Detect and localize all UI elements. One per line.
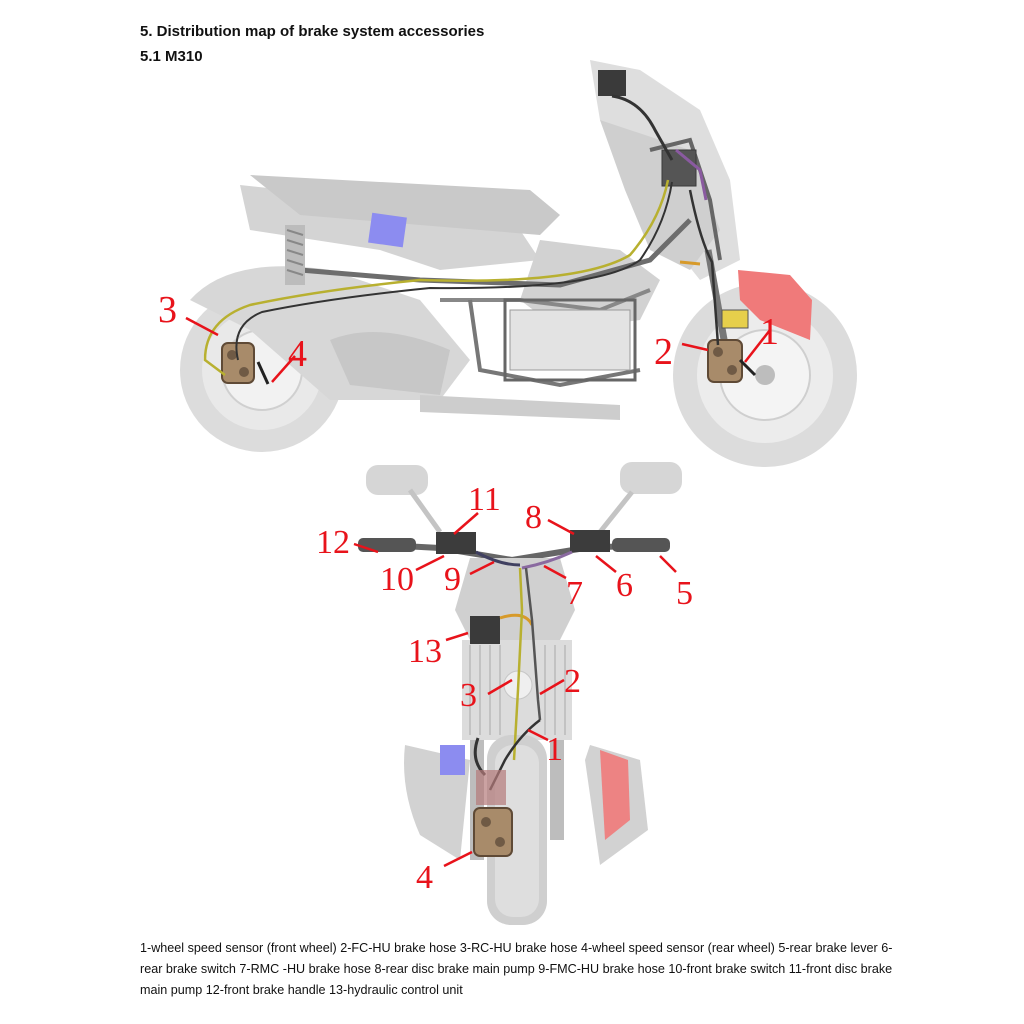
- callout-front-11: 11: [468, 481, 501, 518]
- callout-front-5: 5: [676, 575, 693, 612]
- rear-brake-caliper: [221, 342, 255, 384]
- page-title: 5. Distribution map of brake system acce…: [140, 23, 485, 40]
- callout-front-1: 1: [546, 731, 563, 768]
- legend-caption: 1-wheel speed sensor (front wheel) 2-FC-…: [140, 941, 893, 997]
- callout-front-12: 12: [316, 524, 350, 561]
- callout-front-10: 10: [380, 561, 414, 598]
- callout-side-2: 2: [654, 331, 673, 373]
- callout-front-13: 13: [408, 633, 442, 670]
- callout-side-1: 1: [760, 311, 779, 353]
- front-view-scooter: [358, 462, 682, 925]
- callout-front-6: 6: [616, 567, 633, 604]
- callout-side-4: 4: [288, 333, 307, 375]
- callout-front-8: 8: [525, 499, 542, 536]
- callout-side-3: 3: [158, 289, 177, 331]
- callout-front-4: 4: [416, 859, 433, 896]
- callout-front-7: 7: [566, 575, 583, 612]
- model-subtitle: 5.1 M310: [140, 48, 203, 65]
- front-callouts: 11 8 12 10 9 7 6 5 13 3 2 1 4: [316, 481, 693, 896]
- callout-front-9: 9: [444, 561, 461, 598]
- callout-front-2: 2: [564, 663, 581, 700]
- side-view-scooter: [180, 60, 857, 467]
- side-callouts: 3 4 2 1: [158, 289, 779, 383]
- callout-front-3: 3: [460, 677, 477, 714]
- front-brake-caliper: [707, 339, 743, 383]
